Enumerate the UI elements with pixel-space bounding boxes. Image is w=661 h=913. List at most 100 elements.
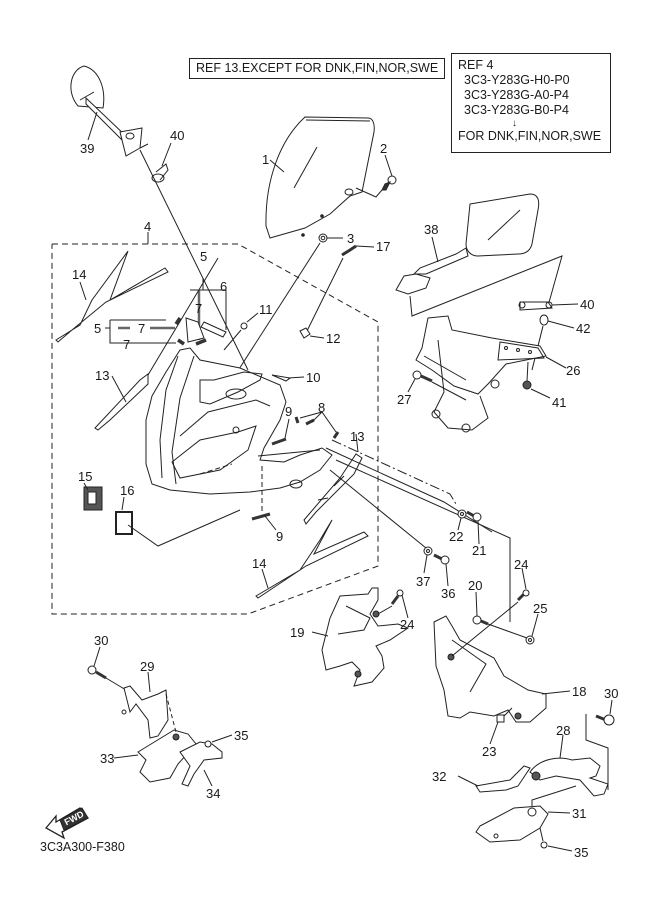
callout-6: 6 [220,279,228,294]
fwd-arrow-icon [46,808,88,838]
mount-line-d [330,470,426,548]
leader-17 [356,246,374,247]
leader-24-right [522,568,526,589]
callout-13-right: 13 [350,429,365,444]
callout-34: 34 [206,786,221,801]
stay-34 [180,742,222,786]
callout-18: 18 [572,684,587,699]
leader-18 [542,691,570,694]
plate-40-right [519,302,552,310]
nut-23 [497,715,504,722]
callout-27: 27 [397,392,412,407]
mount-line-b [332,440,456,504]
assembly-4-boundary [52,244,378,614]
leader-14-upper [80,282,86,300]
mount-line-grommet11 [224,330,241,350]
callout-40-right: 40 [580,297,595,312]
callout-35-left: 35 [234,728,249,743]
callout-26: 26 [566,363,581,378]
leader-19 [312,632,328,636]
callout-20: 20 [468,578,483,593]
cover-33 [138,730,196,782]
bracket-28 [530,758,608,796]
leader-33 [114,755,138,758]
leader-34 [204,770,212,786]
mount-line-31-35 [540,828,543,841]
nut-3 [319,234,327,242]
collar-42 [540,315,548,325]
diagram-code: 3C3A300-F380 [40,840,125,854]
side-cover-19 [322,588,408,686]
screw-21 [467,512,481,521]
graphic-13-left [95,374,148,430]
mount-line-screw24-right [452,602,518,656]
ref-4-title: REF 4 [458,58,494,72]
leader-24-left [402,595,408,618]
graphic-13-right [304,454,362,524]
leader-13-right [356,434,358,452]
callout-24-right: 24 [514,557,529,572]
mount-line-a [326,448,492,532]
side-cover-18 [434,616,546,722]
ref-4-part-number: 3C3-Y283G-B0-P4 [464,103,569,117]
leader-23 [490,722,498,744]
leader-25 [532,614,538,636]
callout-17: 17 [376,239,391,254]
callout-33: 33 [100,751,115,766]
mount-line-bolt30-right [586,714,608,790]
connector-15 [84,487,102,510]
mount-line-mirror39 [140,150,248,370]
leader-14-lower [262,569,268,588]
callout-7-mid: 7 [138,321,146,336]
bracket-29 [122,686,168,738]
leader-2 [385,155,392,176]
mount-line-bolt27 [432,382,466,400]
callout-41: 41 [552,395,567,410]
leader-30-right [610,700,612,714]
screw-35-left [205,741,211,747]
callout-8: 8 [318,400,326,415]
leader-29 [148,672,150,692]
callout-29: 29 [140,659,155,674]
mount-line-nut23 [504,708,512,716]
stay-32 [476,766,530,792]
ref-4-part-number: 3C3-Y283G-A0-P4 [464,88,569,102]
callout-40-left: 40 [170,128,185,143]
damper-9 [252,439,286,519]
grommet-11 [241,323,247,329]
leader-41 [531,389,550,398]
callout-28: 28 [556,723,571,738]
leader-5-upper [145,258,218,380]
callout-25: 25 [533,601,548,616]
leader-21 [478,521,479,544]
callout-38: 38 [424,222,439,237]
callout-15: 15 [78,469,93,484]
callout-3: 3 [347,231,355,246]
leader-32 [458,776,478,786]
bolt-30-left [88,666,106,678]
windshield-1 [266,117,374,238]
callout-12: 12 [326,331,341,346]
callout-31: 31 [572,806,587,821]
mount-line-screw17 [305,258,343,335]
callout-37: 37 [416,574,431,589]
mount-line-bolt30-left [106,678,126,690]
screw-2 [382,176,396,190]
screw-24-right [518,590,529,600]
callout-22: 22 [449,529,464,544]
leader-40-left [162,143,171,166]
leader-8b [312,412,322,422]
callout-4: 4 [144,219,152,234]
leader-31 [548,812,570,813]
down-arrow-icon: ↓ [512,118,517,129]
leader-20 [476,592,477,616]
bolt-27 [413,371,432,381]
callout-5-lower: 5 [94,321,102,336]
screw-24-left [392,590,403,604]
front-cowling [146,348,332,494]
mount-line-bolt20 [488,624,527,638]
leader-40-right [552,304,578,305]
leader-37 [424,555,427,573]
screw-35-right [541,842,547,848]
callout-36: 36 [441,586,456,601]
